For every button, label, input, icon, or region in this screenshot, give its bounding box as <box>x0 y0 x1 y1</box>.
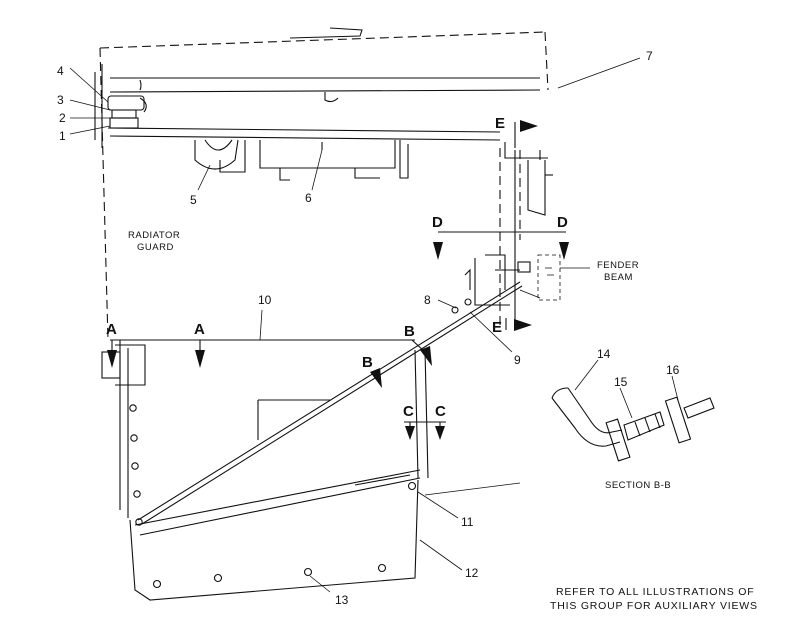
section-b-right: B <box>404 323 415 340</box>
callout-7: 7 <box>646 49 653 63</box>
callout-numbers: 4 3 2 1 5 6 7 8 9 10 11 12 13 14 15 16 <box>57 49 680 607</box>
section-b-left: B <box>362 354 373 371</box>
radiator-guard-label-1: RADIATOR <box>128 230 180 241</box>
callout-14: 14 <box>597 347 611 361</box>
callout-1: 1 <box>59 129 66 143</box>
section-c-left: C <box>403 403 414 420</box>
section-bb-title: SECTION B-B <box>605 480 671 491</box>
radiator-guard-outline <box>99 31 549 341</box>
callout-13: 13 <box>335 593 349 607</box>
radiator-guard-label-2: GUARD <box>137 242 174 253</box>
callout-4: 4 <box>57 64 64 78</box>
section-a-right: A <box>194 321 205 338</box>
fender-beam-label-2: BEAM <box>604 272 633 283</box>
callout-16: 16 <box>666 363 680 377</box>
frame-bolts <box>129 298 472 589</box>
section-d-cut <box>433 231 569 260</box>
section-c-cut <box>404 421 446 440</box>
callout-8: 8 <box>424 293 431 307</box>
section-e-top: E <box>495 115 505 132</box>
footnote-line-1: REFER TO ALL ILLUSTRATIONS OF <box>556 586 754 598</box>
section-a-left: A <box>106 321 117 338</box>
callout-10: 10 <box>258 293 272 307</box>
top-support-bar <box>107 27 541 141</box>
fender-beam-label-1: FENDER <box>597 260 639 271</box>
lower-bracket <box>194 139 409 181</box>
fender-bracket <box>464 142 561 330</box>
section-c-right: C <box>435 403 446 420</box>
section-b-cut <box>370 339 432 388</box>
footnote-line-2: THIS GROUP FOR AUXILIARY VIEWS <box>550 600 758 612</box>
callout-2: 2 <box>59 111 66 125</box>
diagonal-strut <box>137 281 523 525</box>
callout-11: 11 <box>461 515 474 529</box>
section-bb-detail <box>551 387 715 462</box>
callout-9: 9 <box>514 353 521 367</box>
leader-lines <box>69 57 679 593</box>
guard-frame <box>101 339 521 601</box>
section-e-bottom: E <box>492 319 502 336</box>
callout-15: 15 <box>614 375 628 389</box>
section-letters: A A B B C C D D E E <box>106 115 568 420</box>
text-labels: RADIATOR GUARD FENDER BEAM SECTION B-B R… <box>128 230 758 612</box>
section-d-right: D <box>557 214 568 231</box>
callout-6: 6 <box>305 191 312 205</box>
section-d-left: D <box>432 214 443 231</box>
section-a-cut <box>107 340 205 368</box>
callout-3: 3 <box>57 93 64 107</box>
callout-5: 5 <box>190 193 197 207</box>
callout-12: 12 <box>465 566 479 580</box>
section-e-cut <box>505 120 538 331</box>
